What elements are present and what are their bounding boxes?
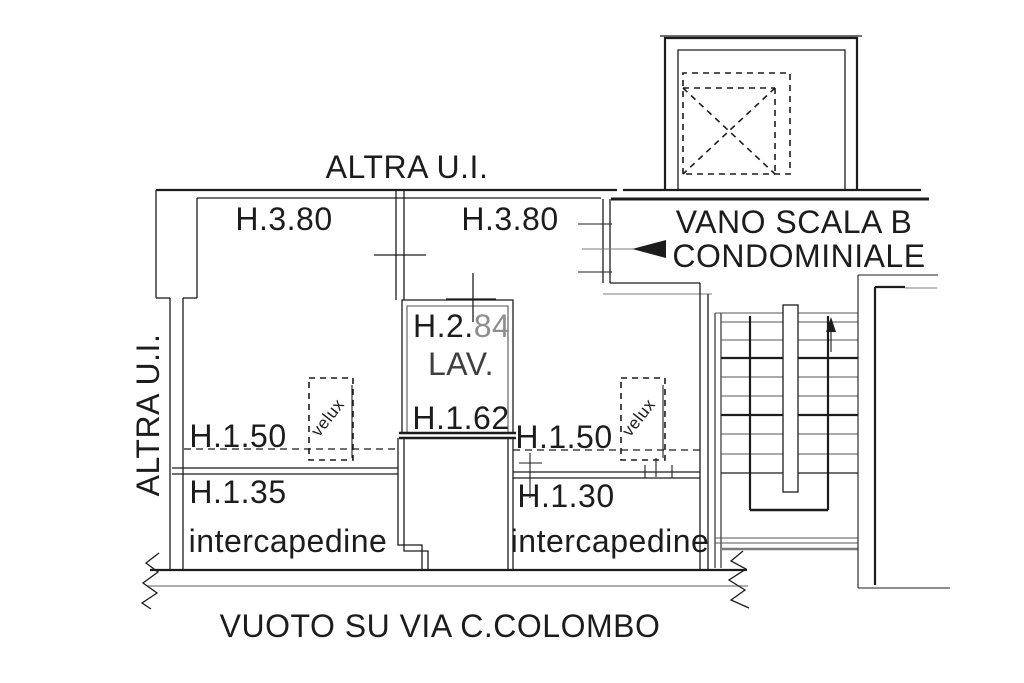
- left-velux-label: velux: [307, 395, 348, 440]
- right-room-crawl-height-label: H.1.50: [515, 419, 612, 455]
- stairwell-label-line1: VANO SCALA B: [676, 204, 913, 240]
- right-intercapedine-label: intercapedine: [511, 523, 710, 559]
- top-unit-label: ALTRA U.I.: [326, 149, 489, 185]
- lav-lower-height-label: H.1.62: [412, 400, 509, 436]
- stairwell-label-line2: CONDOMINIALE: [672, 238, 925, 274]
- bottom-band: [140, 550, 750, 610]
- right-boundary-wall: [857, 274, 950, 589]
- stairwell: [714, 304, 858, 568]
- lav-label: LAV.: [428, 346, 494, 382]
- left-intercapedine-label: intercapedine: [189, 523, 388, 559]
- lav-height-suffix: 84: [474, 308, 511, 344]
- left-unit-wall: [155, 190, 198, 570]
- corridor-walls: [397, 438, 514, 570]
- right-room-walls: [513, 199, 712, 570]
- right-room-height-label: H.3.80: [461, 201, 558, 237]
- left-gap-height-label: H.1.35: [189, 474, 286, 510]
- left-room-lower-lines: [172, 377, 398, 475]
- left-room-crawl-height-label: H.1.50: [189, 418, 286, 454]
- right-gap-height-label: H.1.30: [517, 478, 614, 514]
- entry-arrow: [582, 240, 666, 258]
- street-label: VUOTO SU VIA C.COLOMBO: [220, 608, 661, 644]
- room-partition-wall: [374, 190, 426, 300]
- left-room-height-label: H.3.80: [235, 201, 332, 237]
- elevator-shaft: [660, 35, 862, 190]
- lav-height-prefix: H.2.: [413, 308, 474, 344]
- lav-height-label: H.2.84: [413, 308, 510, 344]
- top-header-walls: [156, 188, 929, 201]
- right-velux-label: velux: [618, 395, 659, 440]
- left-unit-label: ALTRA U.I.: [130, 334, 166, 497]
- lav-room-walls: [399, 273, 516, 440]
